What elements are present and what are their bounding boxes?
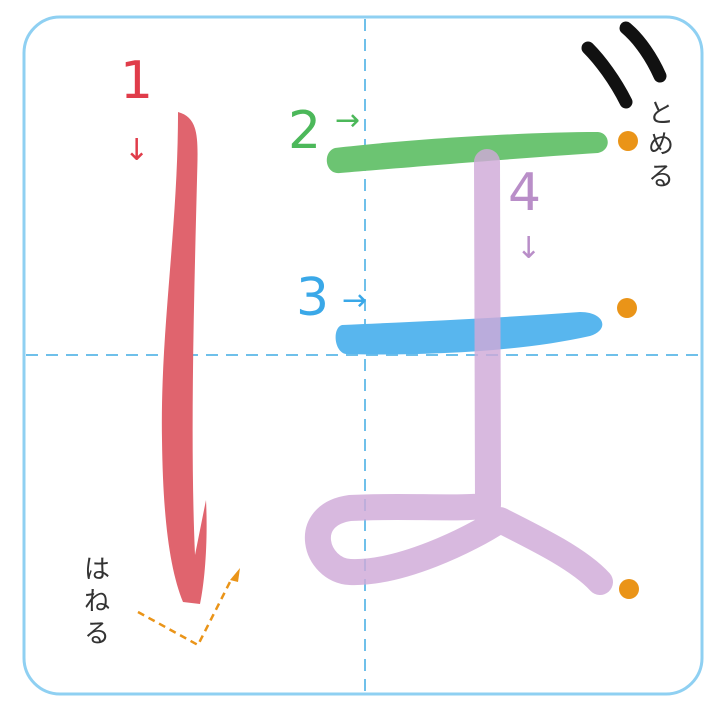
stroke-1-direction-arrow: ↓ [124, 133, 149, 168]
stroke-4-number: 4 [508, 163, 541, 223]
stroke-1-number: 1 [120, 51, 153, 111]
stroke-3-number: 3 [296, 268, 329, 328]
haneru-label: は ね る [84, 555, 110, 649]
stop-dot-stroke-2 [618, 131, 638, 151]
stroke-2-number: 2 [288, 101, 321, 161]
svg-text:ね: ね [84, 587, 110, 617]
svg-text:め: め [648, 130, 674, 160]
stroke-3-middle-horizontal [335, 312, 603, 355]
stroke-1-vertical [161, 112, 207, 604]
stroke-4-vertical-loop [305, 149, 613, 595]
svg-text:る: る [648, 162, 674, 192]
svg-text:は: は [84, 555, 110, 585]
tomeru-label: と め る [648, 99, 674, 192]
stop-dot-stroke-3 [617, 298, 637, 318]
stroke-2-direction-arrow: → [335, 103, 360, 138]
stroke-2-top-horizontal [326, 132, 608, 174]
svg-text:る: る [84, 619, 110, 649]
flick-direction-arrow [137, 568, 240, 647]
stroke-4-direction-arrow: ↓ [516, 231, 541, 266]
dakuten-scribble [581, 21, 667, 109]
svg-text:と: と [648, 99, 674, 129]
stop-dot-stroke-4 [619, 579, 639, 599]
stroke-3-direction-arrow: → [342, 283, 367, 318]
